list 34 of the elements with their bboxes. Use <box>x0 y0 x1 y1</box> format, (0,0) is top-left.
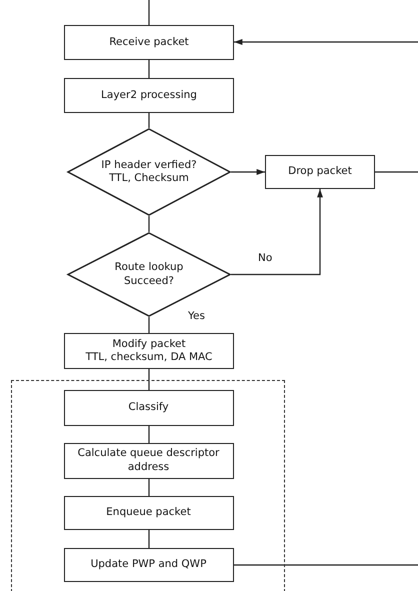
process-box <box>64 333 234 369</box>
process-box <box>64 78 234 113</box>
connector <box>148 369 150 390</box>
dashed-group-box <box>11 380 285 591</box>
connector <box>148 530 150 548</box>
connector <box>234 564 418 566</box>
connector <box>231 189 323 276</box>
node-text: Receive packet <box>109 36 189 50</box>
connector <box>231 169 265 175</box>
node-text: Classify <box>128 400 169 414</box>
process-box <box>64 496 234 530</box>
connector <box>148 426 150 443</box>
node-text: Update PWP and QWP <box>90 558 206 572</box>
node-text: TTL, checksum, DA MAC <box>86 351 212 364</box>
node-text: Route lookup Succeed? <box>114 261 184 288</box>
connector <box>148 216 150 232</box>
connector <box>375 171 418 173</box>
process-box <box>64 442 234 478</box>
connector <box>148 113 150 128</box>
process-box <box>64 390 234 426</box>
connector <box>148 0 150 25</box>
process-box <box>265 155 375 189</box>
node-text: IP header verfied? TTL, Checksum <box>100 158 198 186</box>
connector <box>148 60 150 78</box>
node-text: Calculate queue descriptor address <box>76 447 220 474</box>
node-text: Layer2 processing <box>101 88 197 102</box>
connector <box>234 39 418 45</box>
connector <box>148 317 150 333</box>
node-text: Enqueue packet <box>106 506 191 520</box>
node-text: Modify packet <box>112 338 186 351</box>
node-text: Drop packet <box>288 165 352 179</box>
connector <box>148 479 150 496</box>
process-box <box>64 25 234 60</box>
process-box <box>64 548 234 582</box>
